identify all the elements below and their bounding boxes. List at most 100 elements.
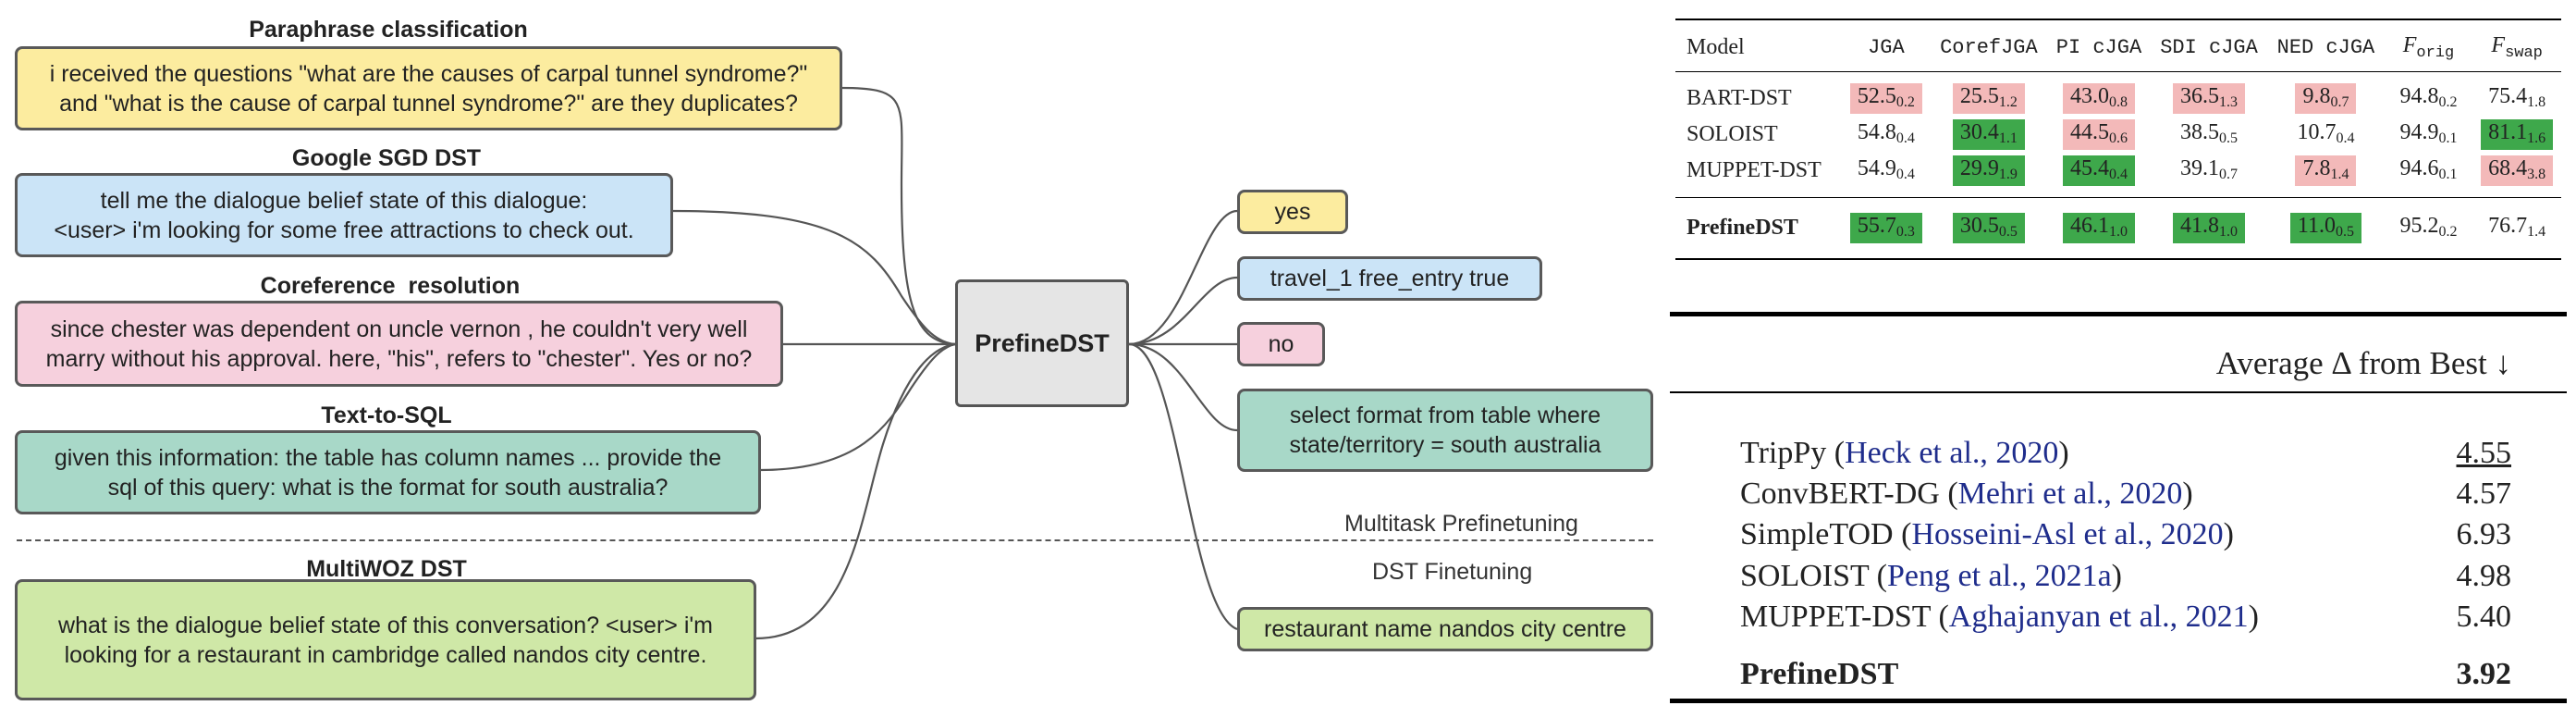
task-text-line: sql of this query: what is the format fo… — [107, 474, 669, 501]
score-std: 3.8 — [2527, 167, 2546, 182]
score-mean: 45.4 — [2069, 156, 2109, 180]
score-value: 54.80.4 — [1850, 119, 1922, 150]
score-mean: 25.5 — [1959, 84, 1999, 108]
citation-link[interactable]: Mehri et al., 2020 — [1957, 477, 2183, 511]
score-value: 29.91.9 — [1952, 155, 2025, 186]
score-std: 0.2 — [2438, 224, 2458, 240]
average-delta-table: Average Δ from Best ↓ TripPy (Heck et al… — [1670, 312, 2567, 704]
score-cell: 75.41.8 — [2472, 71, 2561, 117]
task-box-sgd: tell me the dialogue belief state of thi… — [15, 173, 673, 257]
connector-out-yes — [1128, 209, 1238, 346]
model-name-cell: SimpleTOD (Hosseini-Asl et al., 2020) — [1740, 517, 2234, 551]
score-value: 94.80.2 — [2392, 83, 2464, 114]
score-cell: 94.90.1 — [2385, 117, 2473, 153]
score-mean: 39.1 — [2180, 156, 2220, 180]
table-row: SimpleTOD (Hosseini-Asl et al., 2020)6.9… — [1740, 517, 2511, 560]
score-mean: 36.5 — [2180, 84, 2220, 108]
score-value: 54.90.4 — [1850, 155, 1922, 186]
output-box-yes: yes — [1237, 190, 1348, 234]
table-mid-rule — [1670, 391, 2567, 393]
citation-link[interactable]: Hosseini-Asl et al., 2020 — [1911, 517, 2224, 551]
score-value: 43.00.8 — [2062, 83, 2135, 114]
output-box-restaurant: restaurant name nandos city centre — [1237, 607, 1653, 651]
output-text: select format from table where — [1289, 402, 1601, 428]
score-std: 1.9 — [1998, 167, 2018, 182]
score-value: 55.70.3 — [1849, 213, 1922, 243]
output-text: travel_1 free_entry true — [1270, 266, 1510, 291]
score-mean: 55.7 — [1857, 214, 1896, 238]
citation-link[interactable]: Aghajanyan et al., 2021 — [1948, 600, 2249, 634]
task-box-coref: since chester was dependent on uncle ver… — [15, 301, 783, 387]
score-mean: 52.5 — [1857, 84, 1896, 108]
score-mean: 7.8 — [2302, 156, 2331, 180]
average-delta-value: 4.98 — [2456, 559, 2512, 593]
task-title-multiwoz: MultiWOZ DST — [306, 556, 467, 582]
model-name: SimpleTOD — [1740, 517, 1894, 551]
score-mean: 9.8 — [2302, 84, 2331, 108]
score-value: 95.20.2 — [2392, 213, 2464, 243]
score-std: 1.4 — [2330, 167, 2349, 182]
task-text-line: what is the dialogue belief state of thi… — [58, 612, 713, 638]
task-title-sql: Text-to-SQL — [321, 402, 452, 428]
score-cell: 41.81.0 — [2150, 197, 2268, 260]
prefinedst-model-box: PrefineDST — [955, 279, 1129, 407]
score-value: 75.41.8 — [2481, 83, 2553, 114]
f-subscript: orig — [2416, 44, 2455, 62]
score-value: 7.81.4 — [2295, 155, 2357, 186]
score-mean: 94.9 — [2399, 120, 2439, 144]
score-value: 39.10.7 — [2173, 155, 2245, 186]
task-text-line: given this information: the table has co… — [54, 444, 722, 471]
table-bottom-rule — [1670, 699, 2567, 703]
average-delta-value: 3.92 — [2456, 657, 2512, 691]
output-box-sql: select format from table where state/ter… — [1237, 389, 1653, 472]
score-mean: 30.5 — [1959, 214, 1999, 238]
citation-link[interactable]: Heck et al., 2020 — [1845, 436, 2059, 470]
score-cell: 11.00.5 — [2267, 197, 2385, 260]
score-mean: 11.0 — [2297, 214, 2336, 238]
col-header-model: Model — [1675, 19, 1843, 72]
output-text: restaurant name nandos city centre — [1264, 616, 1626, 642]
table-row: PrefineDST 3.92 — [1740, 657, 2511, 699]
score-value: 94.60.1 — [2392, 155, 2464, 186]
task-text-line: <user> i'm looking for some free attract… — [54, 217, 634, 243]
task-text-line: tell me the dialogue belief state of thi… — [100, 187, 588, 214]
score-std: 0.1 — [2438, 130, 2458, 146]
score-std: 0.2 — [2438, 94, 2458, 110]
task-box-multiwoz: what is the dialogue belief state of thi… — [15, 579, 756, 700]
col-header-pi-cjga: PI cJGA — [2047, 19, 2151, 72]
score-cell: 45.40.4 — [2047, 153, 2151, 198]
score-cell: 54.80.4 — [1842, 117, 1931, 153]
score-value: 46.11.0 — [2062, 213, 2135, 243]
score-value: 76.71.4 — [2481, 213, 2553, 243]
score-mean: 43.0 — [2069, 84, 2109, 108]
score-value: 11.00.5 — [2289, 213, 2361, 243]
score-cell: 94.60.1 — [2385, 153, 2473, 198]
connector-paraphrase — [840, 86, 956, 346]
score-cell: 76.71.4 — [2472, 197, 2561, 260]
model-name: PrefineDST — [1740, 657, 1899, 691]
model-name: ConvBERT-DG — [1740, 477, 1940, 511]
task-box-paraphrase: i received the questions "what are the c… — [15, 46, 842, 130]
table-row: TripPy (Heck et al., 2020)4.55 — [1740, 436, 2511, 478]
score-std: 0.4 — [1895, 130, 1915, 146]
citation-link[interactable]: Peng et al., 2021a — [1887, 559, 2112, 593]
output-text: yes — [1274, 199, 1311, 225]
score-mean: 46.1 — [2069, 214, 2109, 238]
score-mean: 54.9 — [1857, 156, 1896, 180]
col-header-ned-cjga: NED cJGA — [2267, 19, 2385, 72]
score-std: 0.1 — [2438, 167, 2458, 182]
robustness-table: Model JGA CorefJGA PI cJGA SDI cJGA NED … — [1675, 19, 2561, 260]
score-std: 1.0 — [2219, 224, 2239, 240]
task-box-sql: given this information: the table has co… — [15, 430, 761, 514]
model-name-cell: SOLOIST — [1687, 122, 1778, 146]
score-value: 30.50.5 — [1952, 213, 2025, 243]
task-title-coref: Coreference resolution — [260, 273, 521, 299]
score-std: 0.8 — [2108, 94, 2128, 110]
average-delta-value: 4.55 — [2456, 436, 2512, 470]
model-name-cell: MUPPET-DST (Aghajanyan et al., 2021) — [1740, 600, 2259, 634]
model-name-cell: SOLOIST (Peng et al., 2021a) — [1740, 559, 2122, 593]
output-box-travel: travel_1 free_entry true — [1237, 256, 1542, 301]
connector-sql — [759, 342, 956, 472]
average-delta-value: 5.40 — [2456, 600, 2512, 634]
